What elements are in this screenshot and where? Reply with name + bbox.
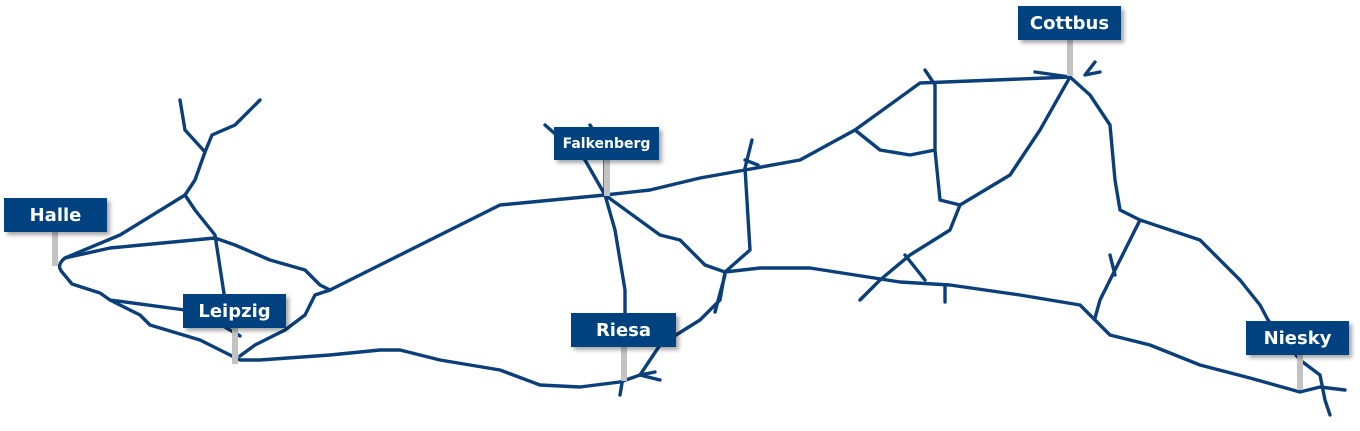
city-label-riesa: Riesa bbox=[571, 313, 676, 347]
rail-line-halle-south bbox=[57, 256, 242, 338]
falkenberg-marker-pole bbox=[604, 160, 610, 196]
rail-line-leipzig-east bbox=[238, 288, 332, 358]
halle-marker-pole bbox=[52, 232, 58, 266]
rail-line-leipzig-riesa bbox=[108, 298, 657, 389]
rail-line-cottbus-southwest bbox=[858, 75, 1072, 304]
cottbus-marker-pole bbox=[1067, 40, 1073, 76]
riesa-marker-pole bbox=[621, 346, 627, 381]
city-label-falkenberg: Falkenberg bbox=[554, 127, 659, 160]
city-label-cottbus: Cottbus bbox=[1018, 6, 1121, 40]
rail-line-north-south-mid bbox=[723, 138, 760, 274]
city-label-leipzig: Leipzig bbox=[183, 294, 286, 328]
rail-line-cottbus-spurs bbox=[1033, 60, 1102, 79]
rail-line-cross-east bbox=[1093, 218, 1142, 320]
rail-line-main-east bbox=[328, 75, 1270, 322]
rail-line-falkenberg-southeast bbox=[603, 193, 1347, 394]
rail-line-riesa-east bbox=[638, 270, 727, 382]
leipzig-marker-pole bbox=[232, 328, 238, 364]
niesky-marker-pole bbox=[1297, 355, 1303, 390]
city-label-halle: Halle bbox=[4, 198, 107, 232]
rail-line-north-to-leipzig bbox=[183, 193, 227, 302]
rail-line-north-west bbox=[178, 98, 262, 154]
rail-line-cottbus-west bbox=[853, 68, 962, 207]
rail-line-halle-east bbox=[63, 236, 332, 292]
city-label-niesky: Niesky bbox=[1246, 321, 1349, 355]
